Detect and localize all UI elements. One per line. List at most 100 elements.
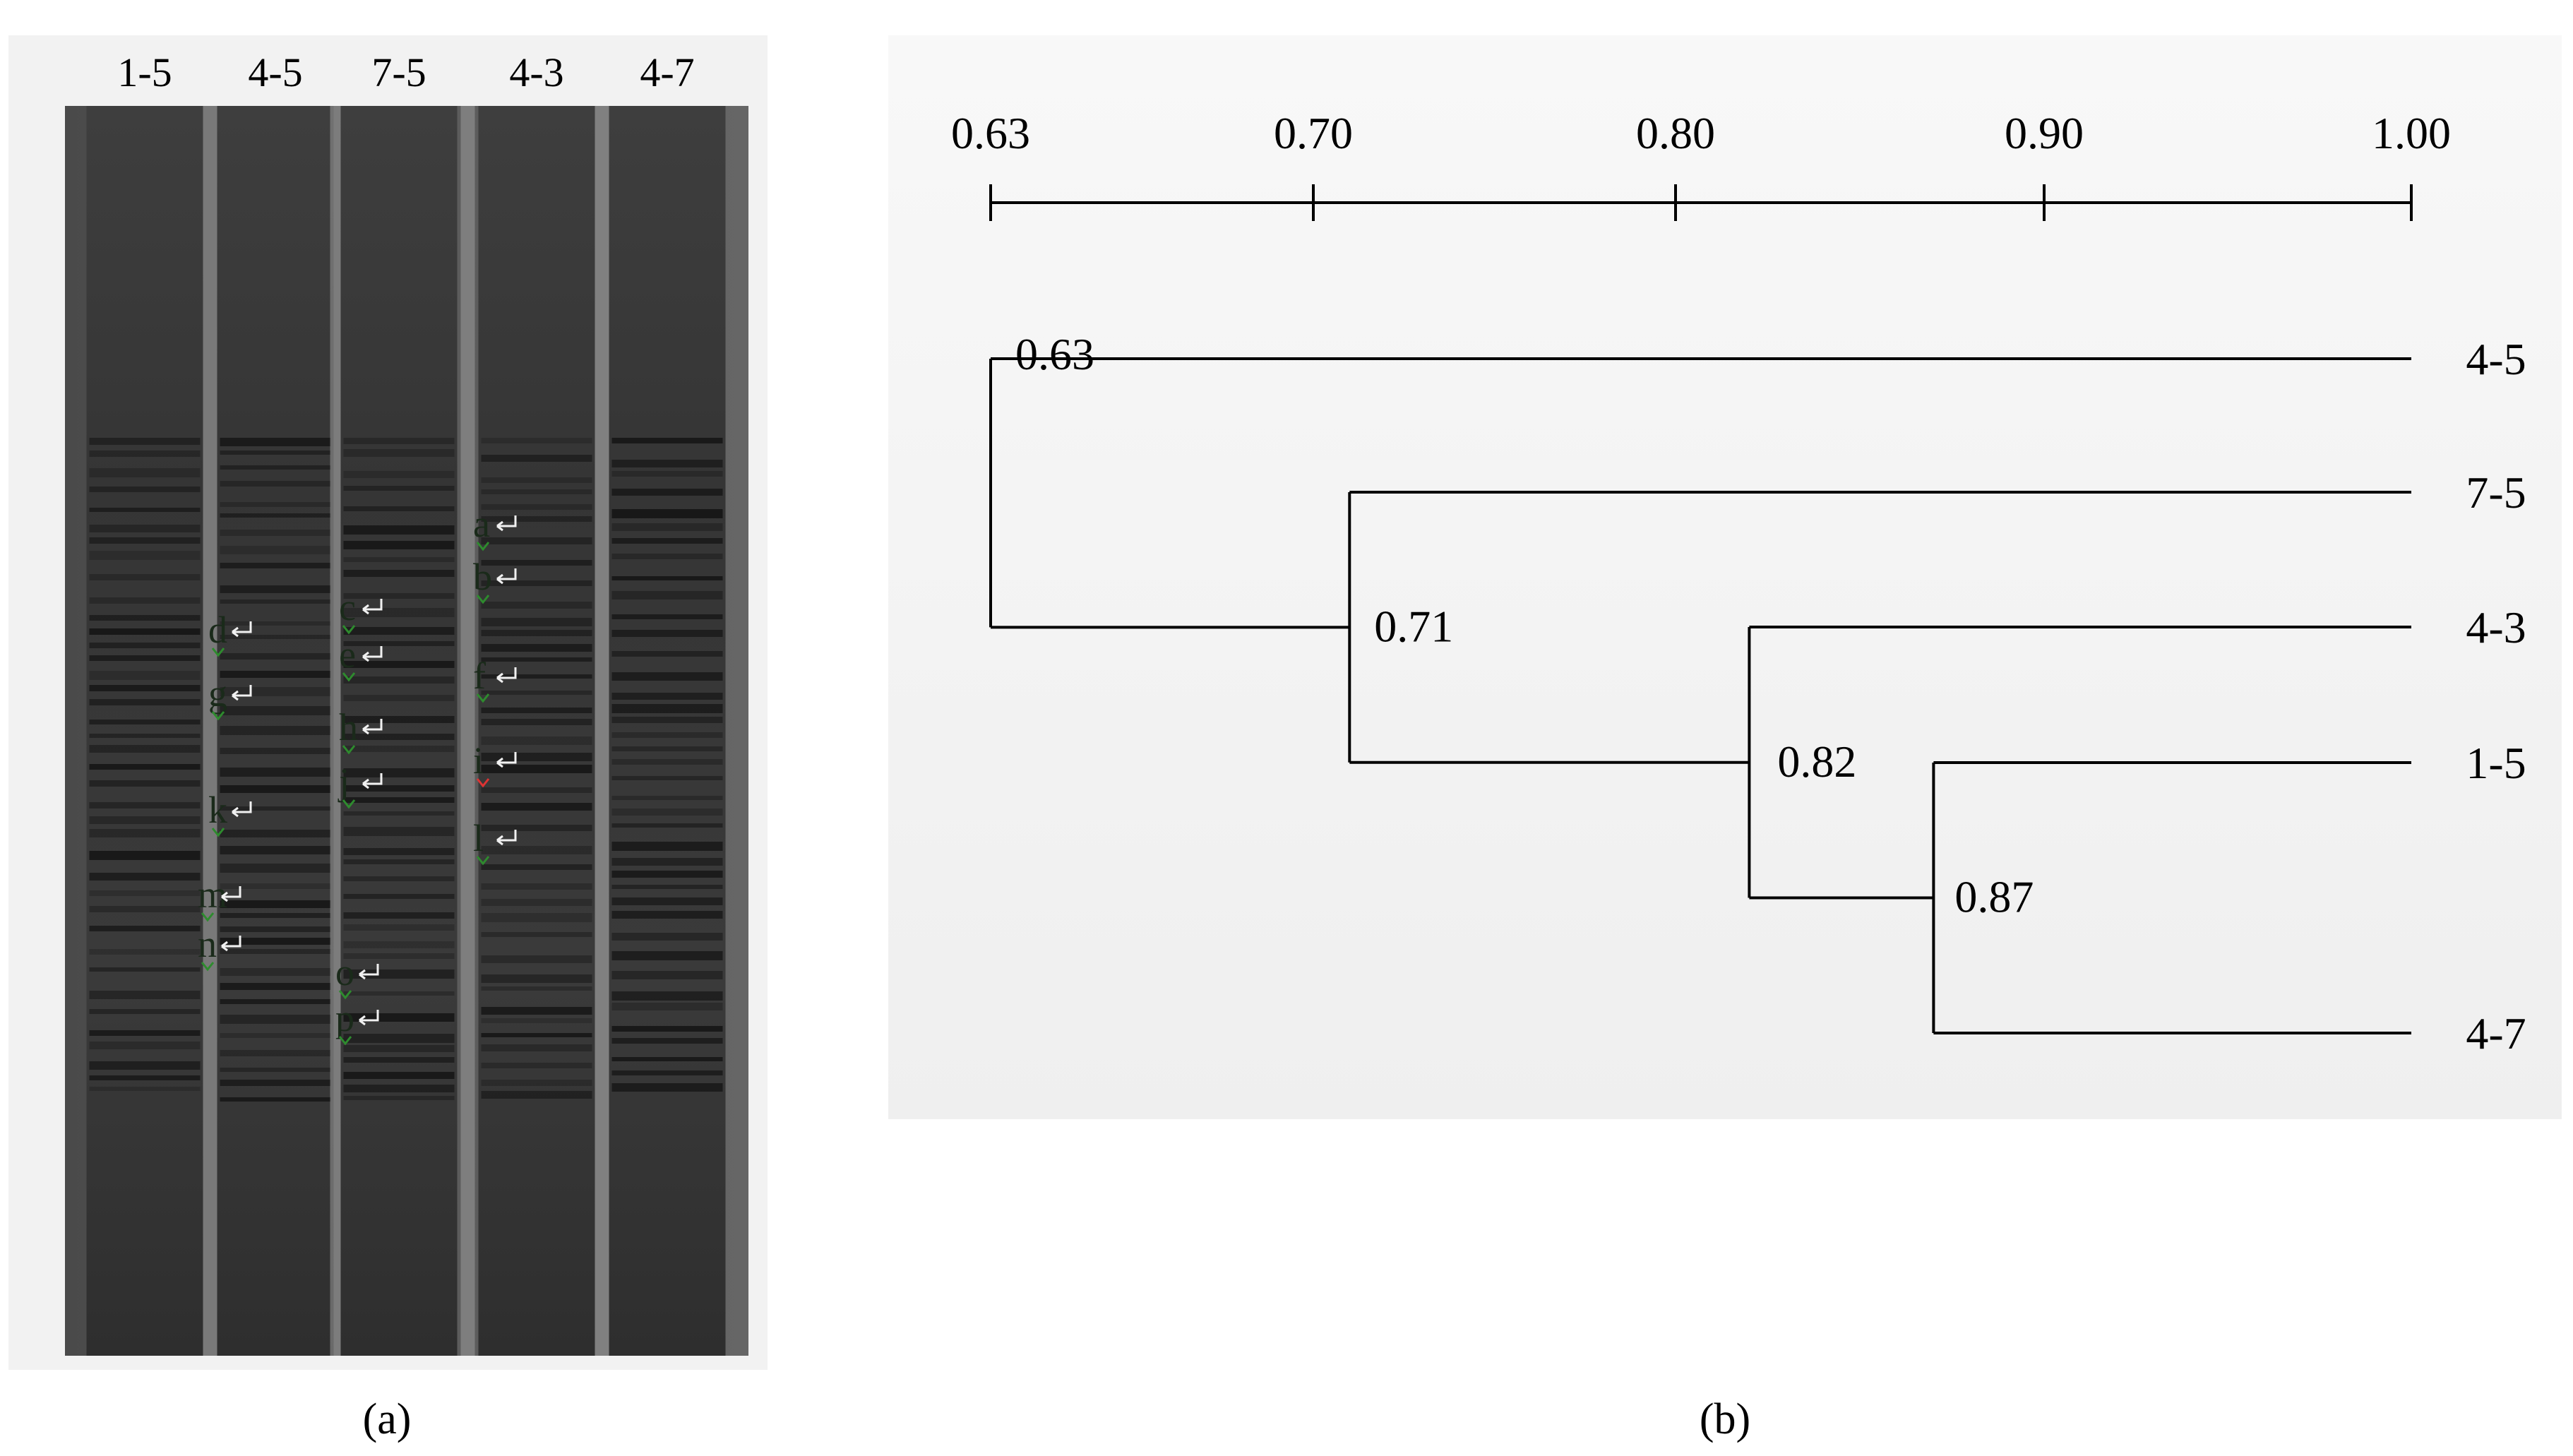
scale-tick-label-0-90: 0.90 (2005, 108, 2084, 158)
gel-band (220, 530, 331, 536)
lane-label-4-5: 4-5 (248, 49, 302, 95)
scale-tick-label-1-00: 1.00 (2372, 108, 2451, 158)
band-letter: k (208, 789, 227, 831)
node-label-0-63: 0.63 (1015, 329, 1094, 379)
gel-band (89, 829, 201, 837)
gel-band (89, 1061, 201, 1070)
gel-band (89, 890, 201, 896)
gel-band (343, 941, 455, 948)
band-letter: h (339, 706, 358, 748)
gel-band (611, 1057, 723, 1061)
gel-band (611, 717, 723, 723)
gel-band (481, 618, 592, 626)
band-label-f: f (473, 655, 517, 703)
gel-band (481, 1080, 592, 1086)
node-label-0-87: 0.87 (1954, 872, 2034, 922)
band-label-e: e (339, 633, 383, 682)
band-marker-icon (476, 693, 490, 703)
lane-1-5 (86, 106, 203, 1356)
gel-band (89, 574, 201, 580)
return-arrow-icon (362, 599, 383, 615)
gel-band (89, 450, 201, 457)
gel-band (220, 1050, 331, 1056)
gel-band (611, 858, 723, 866)
gel-band (89, 1009, 201, 1014)
return-arrow-icon (232, 685, 252, 701)
return-arrow-icon (232, 621, 252, 638)
gel-band (343, 525, 455, 535)
gel-band (89, 615, 201, 621)
gel-band (611, 489, 723, 496)
lane-7-5 (340, 106, 458, 1356)
gel-band (481, 504, 592, 510)
gel-band (343, 627, 455, 635)
gel-band (481, 691, 592, 695)
gel-band (220, 1080, 331, 1086)
band-letter: c (339, 586, 356, 628)
band-letter: a (473, 503, 490, 545)
lane-label-7-5: 7-5 (371, 49, 426, 95)
gel-band (220, 806, 331, 811)
gel-band (343, 449, 455, 457)
gel-band (343, 1057, 455, 1063)
gel-band (343, 1096, 455, 1100)
gel-band (343, 676, 455, 684)
lane-4-7 (609, 106, 726, 1356)
gel-band (89, 525, 201, 532)
gel-band (611, 732, 723, 738)
gel-band (611, 991, 723, 1001)
gel-band (89, 551, 201, 560)
gel-band (220, 830, 331, 837)
gel-band (220, 748, 331, 754)
band-marker-icon (338, 990, 352, 1000)
band-label-b: b (473, 556, 517, 604)
gel-band (89, 699, 201, 705)
gel-band (611, 672, 723, 681)
gel-band (220, 999, 331, 1004)
band-letter: e (339, 633, 356, 676)
band-marker-icon (476, 856, 490, 866)
gel-band (89, 537, 201, 544)
gel-band (481, 1044, 592, 1051)
lane-body (86, 106, 203, 1356)
return-arrow-icon (221, 936, 241, 952)
gel-band (220, 1097, 331, 1102)
lane-body (340, 106, 458, 1356)
gel-band (89, 851, 201, 860)
node-label-0-71: 0.71 (1374, 601, 1453, 651)
gel-band (481, 955, 592, 963)
gel-band (220, 1068, 331, 1072)
band-label-j: j (338, 760, 383, 809)
lane-gap (203, 106, 217, 1356)
gel-band (89, 468, 201, 477)
band-letter: g (208, 672, 227, 715)
gel-band (481, 602, 592, 609)
gel-band (611, 871, 723, 878)
gel-band (220, 706, 331, 715)
gel-band (89, 802, 201, 808)
caption-a: (a) (363, 1395, 412, 1443)
gel-band (611, 1083, 723, 1092)
gel-band (611, 823, 723, 828)
gel-band (481, 719, 592, 725)
band-marker-icon (211, 828, 225, 837)
gel-band (611, 1038, 723, 1044)
gel-band (220, 768, 331, 777)
gel-band (89, 926, 201, 931)
gel-band (220, 563, 331, 568)
gel-band (611, 693, 723, 700)
gel-band (89, 597, 201, 604)
return-arrow-icon (496, 752, 517, 768)
gel-band (343, 1045, 455, 1052)
band-letter: j (338, 760, 350, 803)
gel-band (89, 967, 201, 972)
gel-band (481, 644, 592, 652)
band-label-m: m (198, 873, 241, 922)
scale-tick-label-0-63: 0.63 (951, 108, 1030, 158)
band-marker-icon (201, 962, 215, 972)
gel-band (343, 953, 455, 959)
gel-band (481, 899, 592, 906)
return-arrow-icon (496, 515, 517, 532)
band-letter: o (335, 951, 354, 993)
